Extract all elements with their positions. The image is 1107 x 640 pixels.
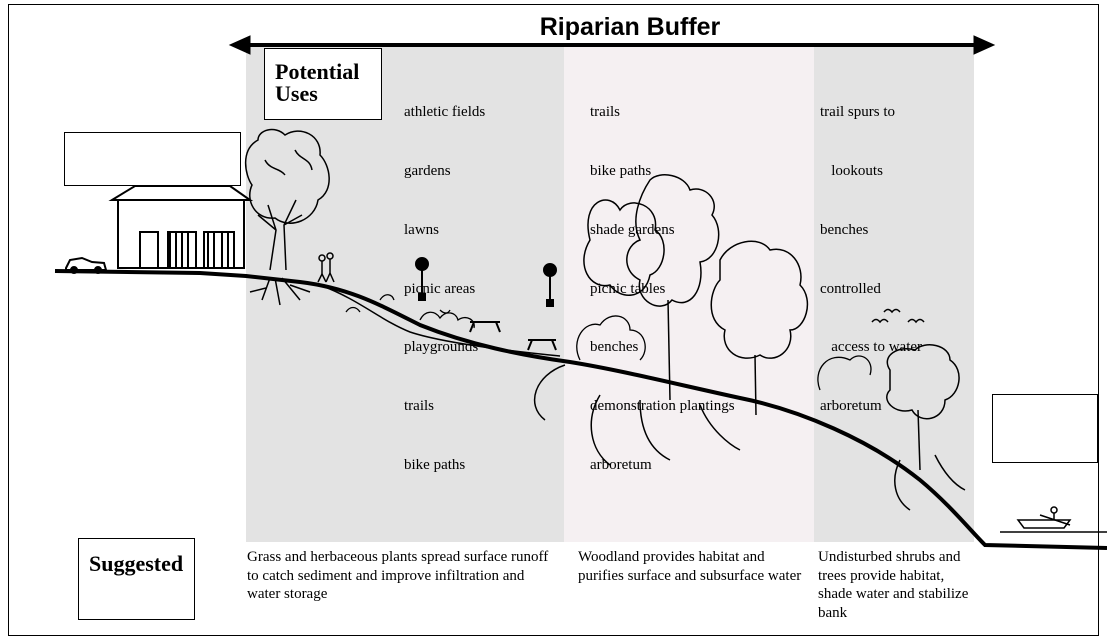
- list-item: gardens: [404, 162, 485, 182]
- left-blank-box: [64, 132, 241, 186]
- zone-3-description: Undisturbed shrubs and trees provide hab…: [818, 548, 978, 622]
- house-icon: [112, 186, 250, 268]
- list-item: demonstration plantings: [590, 397, 735, 417]
- list-item: bike paths: [590, 162, 735, 182]
- list-item: picnic areas: [404, 280, 485, 300]
- list-item: bike paths: [404, 456, 485, 476]
- list-item: controlled: [820, 280, 922, 300]
- list-item: benches: [820, 221, 922, 241]
- list-item: benches: [590, 338, 735, 358]
- zone-2-uses-list: trails bike paths shade gardens picnic t…: [590, 64, 735, 495]
- zone-3-uses-list: trail spurs to lookouts benches controll…: [820, 64, 922, 436]
- list-item: shade gardens: [590, 221, 735, 241]
- list-item: access to water: [820, 338, 922, 358]
- list-item: arboretum: [820, 397, 922, 417]
- list-item: trail spurs to: [820, 103, 922, 123]
- list-item: playgrounds: [404, 338, 485, 358]
- people-icon: [318, 253, 334, 282]
- zone-1-description: Grass and herbaceous plants spread surfa…: [247, 548, 552, 604]
- list-item: lawns: [404, 221, 485, 241]
- list-item: arboretum: [590, 456, 735, 476]
- suggested-label: Suggested: [89, 553, 186, 575]
- ground-slope-line: [55, 271, 1107, 548]
- uses-label-box: Potential Uses: [264, 48, 382, 120]
- right-blank-box: [992, 394, 1098, 463]
- zone-2-description: Woodland provides habitat and purifies s…: [578, 548, 808, 585]
- suggested-label-box: Suggested: [78, 538, 195, 620]
- car-icon: [66, 258, 106, 273]
- list-item: picnic tables: [590, 280, 735, 300]
- list-item: trails: [590, 103, 735, 123]
- diagram-title: Riparian Buffer: [480, 12, 780, 42]
- boat-icon: [1000, 507, 1107, 532]
- zone-1-uses-list: athletic fields gardens lawns picnic are…: [404, 64, 485, 495]
- uses-label: Potential Uses: [275, 61, 369, 105]
- list-item: trails: [404, 397, 485, 417]
- lamp-post-icon: [544, 264, 556, 306]
- list-item: lookouts: [820, 162, 922, 182]
- list-item: athletic fields: [404, 103, 485, 123]
